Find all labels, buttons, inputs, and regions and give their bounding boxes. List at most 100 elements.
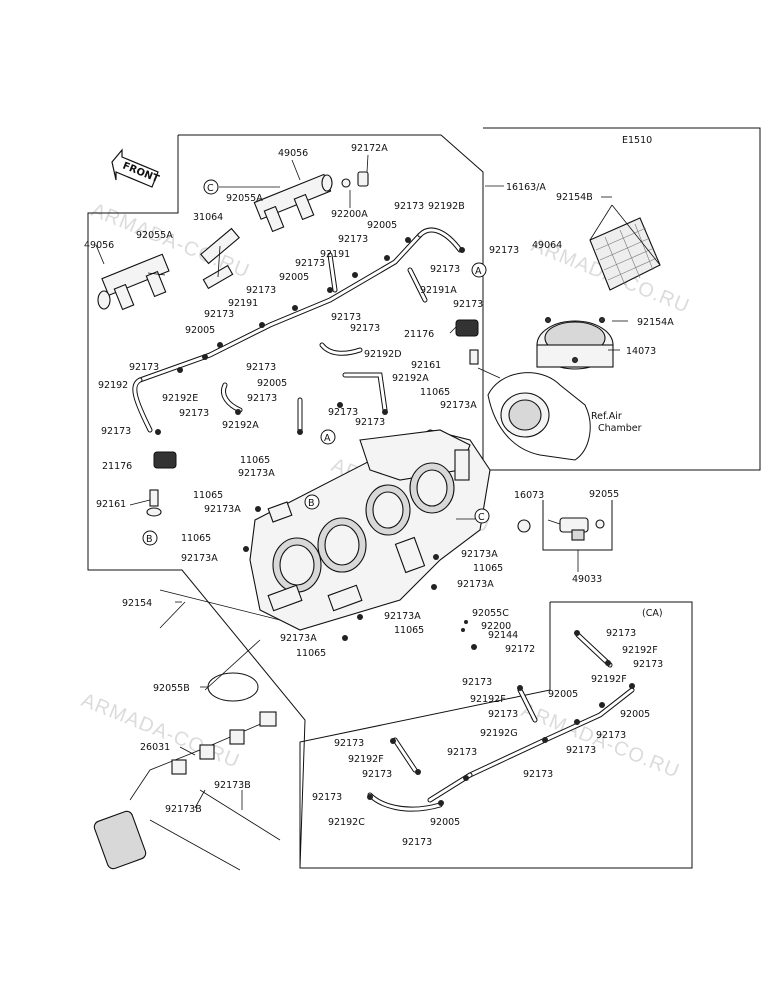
part-label: 92192F: [348, 754, 384, 765]
part-label: 92173: [355, 417, 385, 428]
sensor-21176-upper: [455, 319, 479, 365]
part-label: 92173: [179, 408, 209, 419]
part-label: 92154: [122, 598, 152, 609]
part-label: 49056: [278, 148, 308, 159]
part-label: 92173B: [165, 804, 202, 815]
part-label: 92173: [462, 677, 492, 688]
part-label: 92005: [367, 220, 397, 231]
part-label: 92173A: [280, 633, 317, 644]
part-label: 92192F: [470, 694, 506, 705]
o-ring-92055b: [207, 672, 259, 702]
ca-frame: [299, 601, 693, 869]
part-label: 92055: [589, 489, 619, 500]
part-label: 21176: [102, 461, 132, 472]
part-label: 16073: [514, 490, 544, 501]
injector-49033: [517, 517, 605, 541]
callout-b-2: B: [146, 534, 153, 545]
part-label: 16163/A: [506, 182, 546, 193]
part-label: 92192A: [392, 373, 429, 384]
part-label: 92192A: [222, 420, 259, 431]
part-label: 92055A: [226, 193, 263, 204]
part-label: 92055C: [472, 608, 509, 619]
callout-a-1: A: [475, 266, 482, 277]
part-label: 92005: [620, 709, 650, 720]
part-label: 92173: [328, 407, 358, 418]
part-label: 92173: [204, 309, 234, 320]
part-label: 11065: [193, 490, 223, 501]
main-frame-left: [87, 135, 692, 869]
part-label: 92173: [338, 234, 368, 245]
connector-31064: [200, 227, 240, 290]
part-label: 92173: [246, 285, 276, 296]
vacuum-hoses-upper: [132, 227, 463, 433]
callout-c-2: C: [478, 512, 485, 523]
part-label: 92192F: [591, 674, 627, 685]
part-label: 92173: [247, 393, 277, 404]
part-label: 92173: [453, 299, 483, 310]
part-label: 92173: [246, 362, 276, 373]
part-label: 11065: [296, 648, 326, 659]
part-label: 92173: [295, 258, 325, 269]
part-label: 92173: [523, 769, 553, 780]
part-label: 49064: [532, 240, 562, 251]
part-label: 92161: [96, 499, 126, 510]
part-label: 92005: [430, 817, 460, 828]
fuel-rail-left: [97, 253, 170, 311]
part-label: 92173: [596, 730, 626, 741]
part-label: 92173: [633, 659, 663, 670]
part-label: 92173: [334, 738, 364, 749]
part-label: 92173: [101, 426, 131, 437]
part-label: 92154A: [637, 317, 674, 328]
callout-c-1: C: [207, 183, 214, 194]
ref-air-chamber: Ref.Air Chamber: [487, 372, 642, 461]
part-label: 92192B: [428, 201, 465, 212]
part-label: 92200A: [331, 209, 368, 220]
part-label: 92055A: [136, 230, 173, 241]
diagram-code: E1510: [622, 135, 652, 146]
part-label: 92173A: [457, 579, 494, 590]
part-label: 92154B: [556, 192, 593, 203]
wire-harness-26031: [93, 711, 281, 871]
part-label: 92192C: [328, 817, 365, 828]
air-chamber-14073: [536, 317, 614, 370]
sensor-21176-lower: [146, 451, 177, 517]
part-label: 92173A: [181, 553, 218, 564]
part-label: 92005: [279, 272, 309, 283]
part-label: 92173A: [461, 549, 498, 560]
part-label: 92173: [350, 323, 380, 334]
part-label: 92173: [430, 264, 460, 275]
part-label: 92173: [129, 362, 159, 373]
part-label: 92192E: [162, 393, 198, 404]
part-label: 31064: [193, 212, 223, 223]
part-label: 92173: [566, 745, 596, 756]
part-label: 92173A: [384, 611, 421, 622]
part-label: 92005: [257, 378, 287, 389]
fuel-rail-upper: [253, 173, 333, 233]
part-label: 92173: [362, 769, 392, 780]
part-label: 11065: [181, 533, 211, 544]
part-label: 92005: [548, 689, 578, 700]
front-arrow-icon: FRONT: [111, 148, 161, 188]
part-label: 92192F: [622, 645, 658, 656]
part-label: 92173A: [440, 400, 477, 411]
part-label: 92192D: [364, 349, 402, 360]
part-label: 11065: [420, 387, 450, 398]
part-label: 11065: [394, 625, 424, 636]
part-label: 92173: [606, 628, 636, 639]
part-label: 92173: [331, 312, 361, 323]
leader-lines: [95, 154, 661, 810]
part-label: 92173A: [238, 468, 275, 479]
callout-a-2: A: [324, 433, 331, 444]
throttle-body-assembly: [249, 429, 491, 631]
part-label: 92172: [505, 644, 535, 655]
part-label: 92191: [320, 249, 350, 260]
part-label: 92192G: [480, 728, 518, 739]
ref-air-label: Ref.Air: [591, 411, 622, 422]
ca-label: (CA): [642, 608, 663, 619]
part-label: 92055B: [153, 683, 190, 694]
part-label: 92005: [185, 325, 215, 336]
part-label: 92173: [394, 201, 424, 212]
part-label: 92144: [488, 630, 518, 641]
